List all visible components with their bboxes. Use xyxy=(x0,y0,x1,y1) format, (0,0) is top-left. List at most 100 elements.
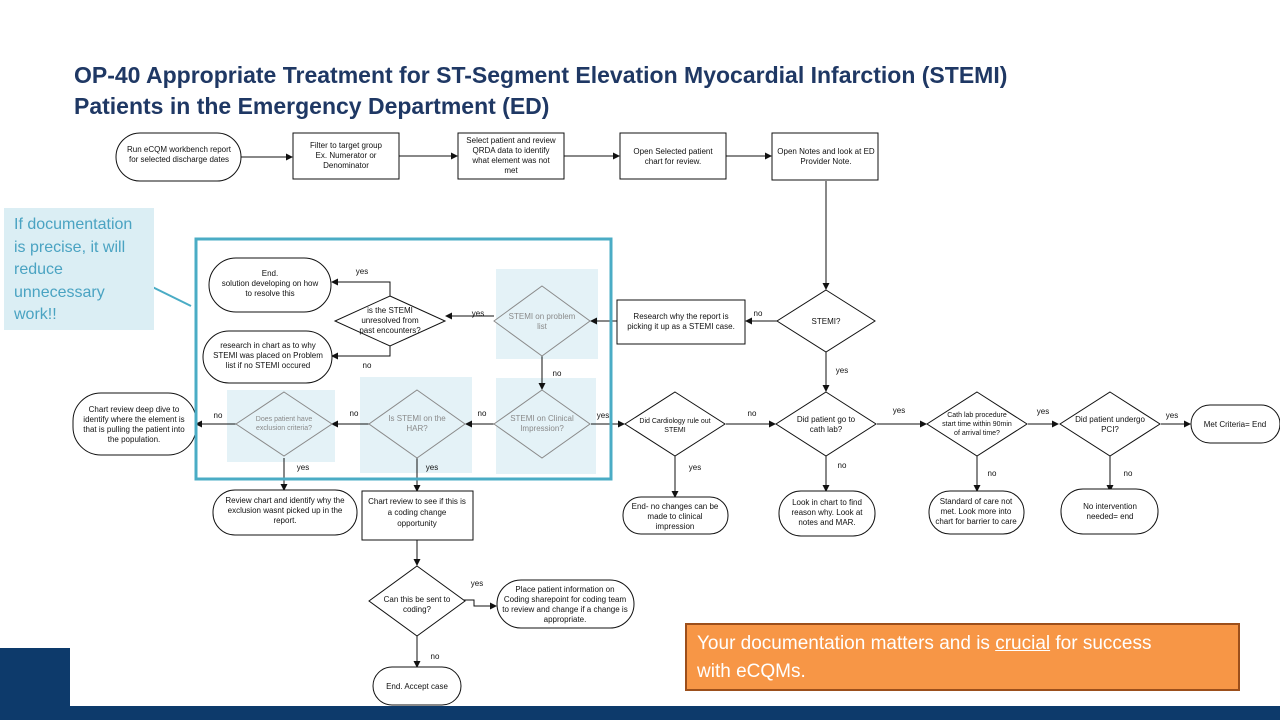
label-no-unresolved: no xyxy=(363,361,372,370)
node-research-chart-shape xyxy=(202,330,333,384)
node-stemi-shape xyxy=(776,289,876,353)
node-research-report-shape xyxy=(616,299,746,345)
node-open-chart-shape xyxy=(619,132,727,180)
label-yes-unresolved: yes xyxy=(356,267,368,276)
banner-text-line2: with eCQMs. xyxy=(697,661,806,682)
highlight-box xyxy=(194,237,613,481)
node-unresolved-shape xyxy=(333,295,447,347)
label-yes-pci: yes xyxy=(1166,411,1178,420)
node-end-solution-shape xyxy=(208,257,332,313)
title-line-2: Patients in the Emergency Department (ED… xyxy=(74,93,550,119)
shapes xyxy=(72,132,1280,706)
node-stemi: STEMI? xyxy=(812,317,841,326)
label-no-pci: no xyxy=(1124,469,1133,478)
label-no-stemi: no xyxy=(754,309,763,318)
documentation-callout: If documentation is precise, it will red… xyxy=(4,208,154,330)
node-stemi-clinical-shape xyxy=(493,389,591,459)
node-select-patient-shape xyxy=(457,132,565,180)
branch-labels: yes no yes no no yes yes no no no yes ye… xyxy=(214,267,1179,661)
node-sent-coding-shape xyxy=(368,565,466,637)
page-title: OP-40 Appropriate Treatment for ST-Segme… xyxy=(74,60,1224,122)
banner-text-pre: Your documentation matters and is xyxy=(697,633,996,654)
banner-text-post: for success xyxy=(1050,633,1152,654)
callout-line-5: work!! xyxy=(14,306,57,323)
label-no-clinical: no xyxy=(478,409,487,418)
title-line-1: OP-40 Appropriate Treatment for ST-Segme… xyxy=(74,62,1008,88)
label-yes-stemi: yes xyxy=(836,366,848,375)
node-cath-time-shape xyxy=(926,391,1028,457)
label-yes-problem: yes xyxy=(472,309,484,318)
node-end-accept: End. Accept case xyxy=(386,682,448,691)
node-open-notes-shape xyxy=(771,132,879,181)
node-exclusion-shape xyxy=(235,391,333,457)
callout-line-3: reduce xyxy=(14,261,63,278)
node-pci-shape xyxy=(1059,391,1161,457)
callout-line-1: If documentation xyxy=(14,216,133,233)
label-yes-clinical: yes xyxy=(597,411,609,420)
node-cardiology-shape xyxy=(624,391,726,457)
label-no-time: no xyxy=(988,469,997,478)
node-end-accept-shape xyxy=(372,666,462,706)
label-yes-time: yes xyxy=(1037,407,1049,416)
label-yes-coding: yes xyxy=(471,579,483,588)
label-no-exclusion: no xyxy=(214,411,223,420)
node-har-shape xyxy=(368,389,466,459)
node-standard-care-shape xyxy=(928,490,1025,535)
banner-emphasis: crucial xyxy=(995,633,1051,654)
panel-clinical xyxy=(496,378,596,474)
label-no-problem: no xyxy=(553,369,562,378)
node-deep-dive-shape xyxy=(72,392,197,456)
node-review-exclusion-shape xyxy=(212,489,358,536)
footer-bar xyxy=(0,706,1280,720)
label-no-har: no xyxy=(350,409,359,418)
panel-exclusion xyxy=(227,390,335,462)
label-yes-cardiology: yes xyxy=(689,463,701,472)
node-look-chart-shape xyxy=(778,490,876,537)
arrow-unresolved-end xyxy=(331,278,391,296)
label-no-coding: no xyxy=(431,652,440,661)
label-no-cardiology: no xyxy=(748,409,757,418)
node-place-info-shape xyxy=(496,579,635,629)
label-yes-cath: yes xyxy=(893,406,905,415)
callout-line-4: unnecessary xyxy=(14,283,105,301)
callout-line-2: is precise, it will xyxy=(14,238,126,256)
documentation-banner: Your documentation matters and is crucia… xyxy=(685,623,1240,691)
node-no-intervention-shape xyxy=(1060,488,1159,535)
label-yes-har: yes xyxy=(426,463,438,472)
connectors xyxy=(195,152,1191,668)
node-cath-lab-shape xyxy=(775,391,877,457)
node-end-no-changes-shape xyxy=(622,496,729,535)
node-met-criteria-shape xyxy=(1190,404,1280,444)
node-coding-change-shape xyxy=(361,490,474,541)
node-run-report-shape xyxy=(115,132,242,182)
label-yes-exclusion: yes xyxy=(297,463,309,472)
node-met-criteria: Met Criteria= End xyxy=(1204,420,1266,429)
node-filter-shape xyxy=(292,132,400,180)
